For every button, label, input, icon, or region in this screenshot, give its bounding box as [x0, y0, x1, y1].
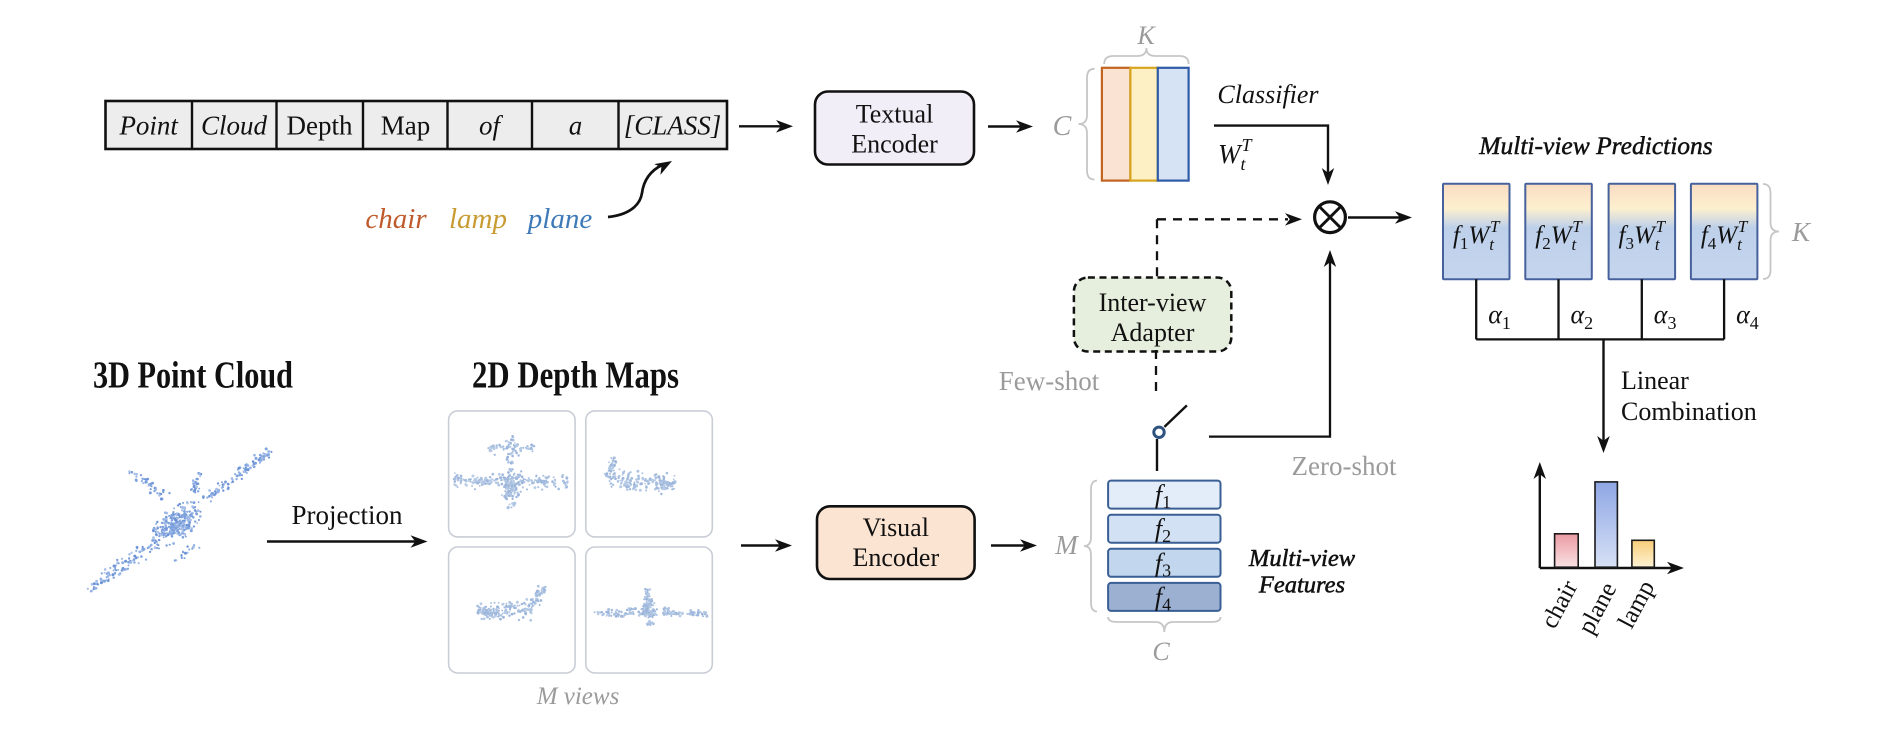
svg-text:K: K: [1791, 217, 1812, 247]
svg-text:Adapter: Adapter: [1111, 318, 1195, 347]
svg-text:Combination: Combination: [1621, 397, 1757, 426]
svg-text:M: M: [1054, 530, 1079, 560]
svg-text:Linear: Linear: [1621, 366, 1689, 395]
svg-text:Encoder: Encoder: [852, 543, 939, 572]
svg-text:Projection: Projection: [292, 500, 403, 530]
svg-text:a: a: [569, 111, 583, 141]
svg-text:K: K: [1136, 21, 1156, 50]
svg-text:Textual: Textual: [856, 100, 934, 129]
svg-text:Depth: Depth: [287, 111, 353, 141]
svg-text:Map: Map: [381, 111, 431, 141]
svg-text:Few-shot: Few-shot: [999, 366, 1100, 396]
svg-text:Features: Features: [1258, 572, 1345, 599]
svg-text:3D Point Cloud: 3D Point Cloud: [93, 355, 293, 397]
svg-text:2D Depth Maps: 2D Depth Maps: [472, 355, 679, 397]
svg-text:of: of: [479, 111, 504, 141]
svg-text:Multi-view: Multi-view: [1248, 545, 1356, 572]
svg-text:Inter-view: Inter-view: [1099, 288, 1207, 317]
svg-text:plane: plane: [526, 203, 593, 235]
svg-text:Point: Point: [118, 111, 179, 141]
svg-text:Multi-view Predictions: Multi-view Predictions: [1478, 131, 1713, 160]
svg-text:[CLASS]: [CLASS]: [624, 111, 722, 141]
svg-text:C: C: [1152, 637, 1170, 666]
svg-text:lamp: lamp: [449, 203, 507, 235]
svg-text:Classifier: Classifier: [1217, 80, 1319, 109]
svg-text:Visual: Visual: [863, 513, 929, 542]
svg-text:Cloud: Cloud: [201, 111, 268, 141]
svg-text:C: C: [1053, 111, 1072, 142]
svg-text:Zero-shot: Zero-shot: [1292, 451, 1397, 481]
svg-text:Encoder: Encoder: [851, 130, 938, 159]
svg-text:M views: M views: [536, 683, 620, 710]
svg-text:chair: chair: [365, 203, 427, 235]
